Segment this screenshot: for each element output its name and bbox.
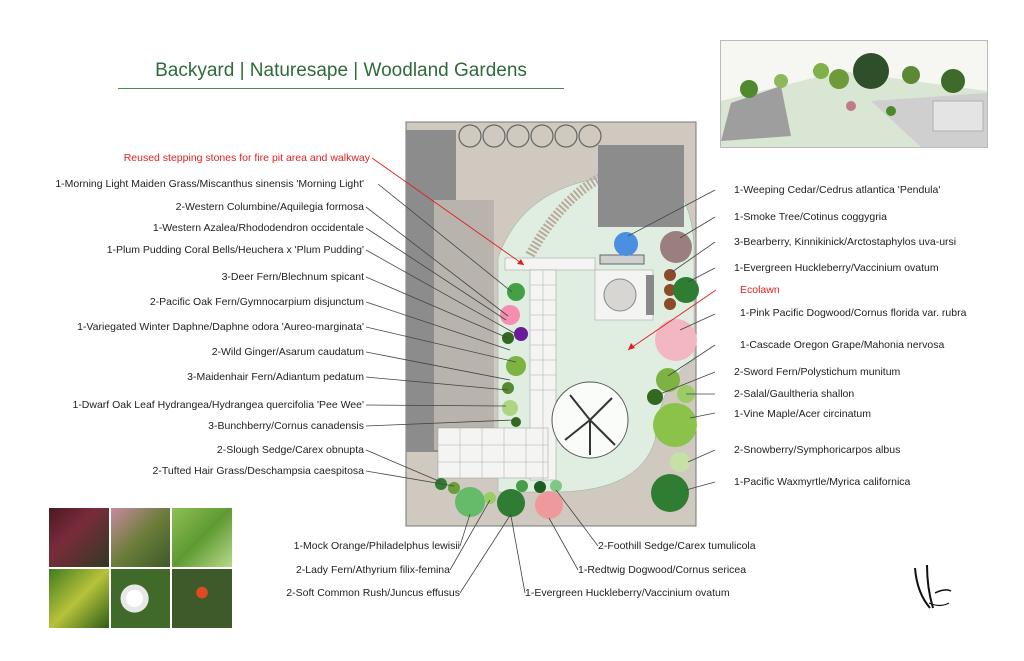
plant-label-bottom: 2-Lady Fern/Athyrium filix-femina <box>295 564 450 576</box>
plant-label-bottom: 2-Soft Common Rush/Juncus effusus <box>286 587 460 599</box>
stone-grid <box>438 270 556 480</box>
designer-signature-logo <box>914 564 952 609</box>
page-title: Backyard | Naturesape | Woodland Gardens <box>155 60 527 81</box>
tree-branches <box>564 394 616 455</box>
plant-label-right: 1-Pink Pacific Dogwood/Cornus florida va… <box>740 307 967 319</box>
fire-pit <box>603 278 637 312</box>
photo-columbine <box>172 569 232 628</box>
vine-maple-symbol <box>653 403 697 447</box>
ecolawn-arrowhead <box>628 343 635 350</box>
weeping-cedar-symbol <box>614 232 638 256</box>
photo-dogwood <box>110 569 171 628</box>
3d-perspective-inset <box>720 40 988 148</box>
waxmyrtle-symbol <box>651 474 689 512</box>
ecolawn-annotation: Ecolawn <box>740 284 780 296</box>
plant-label-right: 1-Cascade Oregon Grape/Mahonia nervosa <box>740 339 945 351</box>
photo-huckleberry <box>49 569 109 628</box>
mock-orange-symbol <box>455 487 485 517</box>
stones-annotation: Reused stepping stones for fire pit area… <box>123 152 370 164</box>
dogwood-symbol <box>655 319 697 361</box>
smoke-tree-symbol <box>660 231 692 263</box>
plant-label-right: 1-Pacific Waxmyrtle/Myrica californica <box>734 476 911 488</box>
gravel-path <box>525 173 603 258</box>
plant-label-right: 2-Sword Fern/Polystichum munitum <box>734 366 901 378</box>
plant-label-right: 2-Salal/Gaultheria shallon <box>734 388 855 400</box>
photo-fern <box>172 508 232 567</box>
annotation-lines <box>371 157 717 351</box>
plant-symbols <box>435 231 699 519</box>
bench-side <box>646 275 654 315</box>
stones-arrowhead <box>517 259 524 265</box>
plant-label-left: 3-Bunchberry/Cornus canadensis <box>208 420 364 432</box>
plant-label-bottom: 1-Redtwig Dogwood/Cornus sericea <box>578 564 747 576</box>
plant-label-right: 2-Snowberry/Symphoricarpos albus <box>734 444 901 456</box>
leader-lines <box>365 183 716 594</box>
plant-label-left: 2-Western Columbine/Aquilegia formosa <box>175 201 364 213</box>
plant-label-left: 1-Plum Pudding Coral Bells/Heuchera x 'P… <box>106 244 364 256</box>
redtwig-dogwood-symbol <box>535 491 563 519</box>
plant-label-bottom: 1-Mock Orange/Philadelphus lewisii <box>293 540 460 552</box>
plant-label-right: 3-Bearberry, Kinnikinick/Arctostaphylos … <box>734 236 957 248</box>
house-deck <box>434 200 494 450</box>
huckleberry-symbol <box>673 277 699 303</box>
title-underline <box>118 88 564 89</box>
plant-label-left: 3-Deer Fern/Blechnum spicant <box>221 271 364 283</box>
plant-photo-mosaic <box>49 508 232 628</box>
plant-label-left: 2-Pacific Oak Fern/Gymnocarpium disjunct… <box>149 296 364 308</box>
plant-label-bottom: 2-Foothill Sedge/Carex tumulicola <box>598 540 756 552</box>
plant-label-left: 1-Western Azalea/Rhododendron occidental… <box>152 222 364 234</box>
plant-label-left: 1-Morning Light Maiden Grass/Miscanthus … <box>55 178 364 190</box>
plant-label-right: 1-Evergreen Huckleberry/Vaccinium ovatum <box>734 262 939 274</box>
plant-label-left: 2-Wild Ginger/Asarum caudatum <box>211 346 364 358</box>
plant-label-left: 2-Slough Sedge/Carex obnupta <box>216 444 364 456</box>
photo-flowering-shrub <box>110 508 171 567</box>
existing-trees-top <box>458 124 602 148</box>
plant-label-right: 1-Weeping Cedar/Cedrus atlantica 'Pendul… <box>734 184 941 196</box>
photo-smoke-tree <box>49 508 109 567</box>
plant-label-bottom: 1-Evergreen Huckleberry/Vaccinium ovatum <box>525 587 730 599</box>
plant-label-left: 1-Dwarf Oak Leaf Hydrangea/Hydrangea que… <box>72 399 364 411</box>
plant-label-right: 1-Vine Maple/Acer circinatum <box>734 408 871 420</box>
plant-label-left: 3-Maidenhair Fern/Adiantum pedatum <box>187 371 364 383</box>
plant-label-left: 2-Tufted Hair Grass/Deschampsia caespito… <box>152 465 364 477</box>
plant-label-right: 1-Smoke Tree/Cotinus coggygria <box>734 211 887 223</box>
bench <box>599 254 645 265</box>
shed-building <box>598 145 684 227</box>
perspective-view <box>721 53 987 147</box>
plant-label-left: 1-Variegated Winter Daphne/Daphne odora … <box>77 321 364 333</box>
